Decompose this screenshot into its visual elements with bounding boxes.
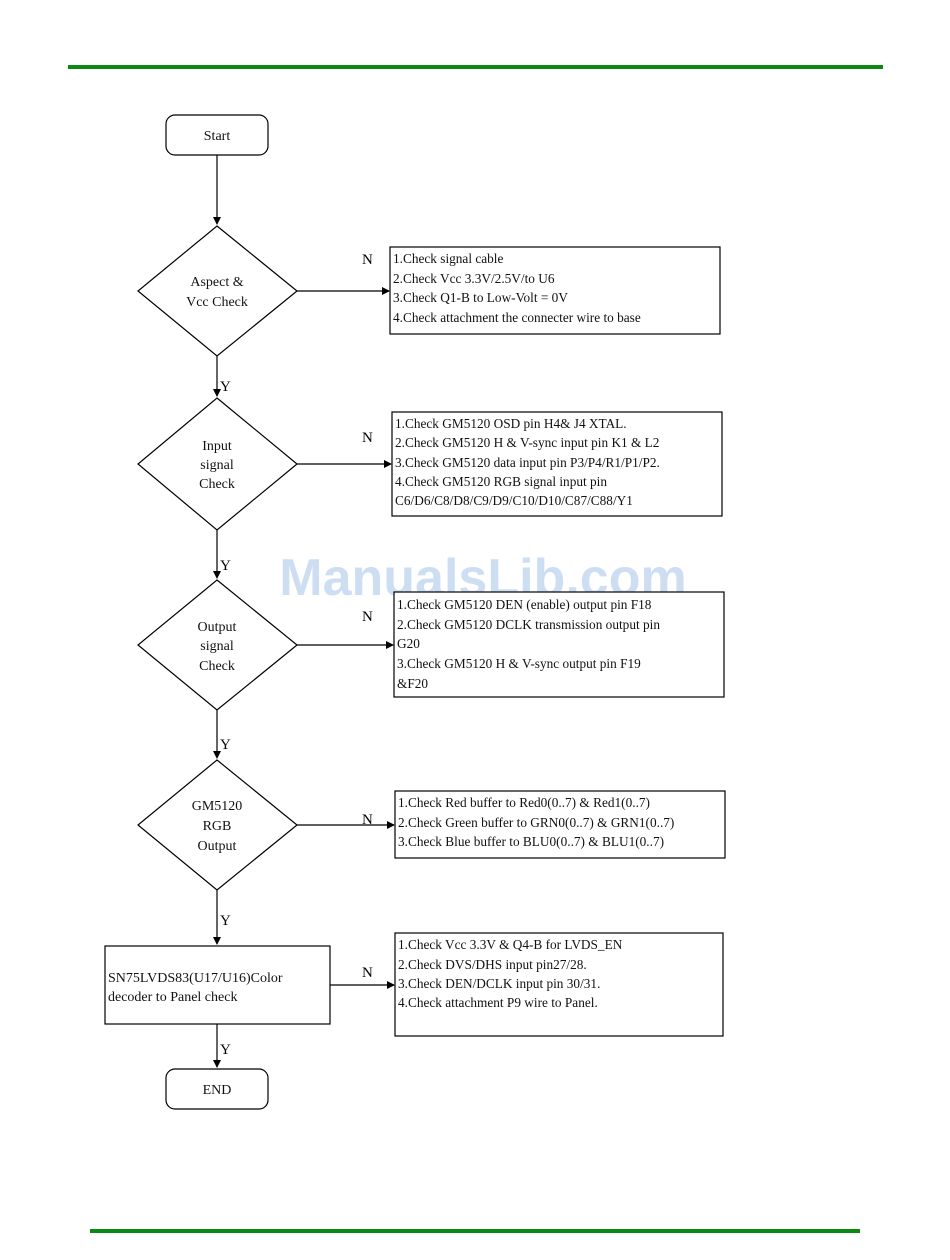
input-check-box: 1.Check GM5120 OSD pin H4& J4 XTAL. 2.Ch… (391, 411, 723, 517)
lvds-check-item-3: 3.Check DEN/DCLK input pin 30/31. (398, 976, 600, 991)
output-signal-check-decision: Output signal Check (137, 579, 298, 711)
input-check-item-4: 4.Check GM5120 RGB signal input pin (395, 474, 607, 489)
end-label: END (203, 1083, 232, 1098)
rgb-output-line-3: Output (198, 839, 237, 854)
rgb-check-box: 1.Check Red buffer to Red0(0..7) & Red1(… (394, 790, 726, 859)
output-check-line-3: Check (199, 659, 235, 674)
lvds-check-item-4: 4.Check attachment P9 wire to Panel. (398, 995, 598, 1010)
start-label: Start (204, 129, 231, 144)
input-check-line-2: signal (200, 458, 234, 473)
lvds-check-box: 1.Check Vcc 3.3V & Q4-B for LVDS_EN 2.Ch… (394, 932, 724, 1037)
lvds-no-label: N (362, 965, 373, 981)
aspect-check-box: 1.Check signal cable 2.Check Vcc 3.3V/2.… (389, 246, 721, 335)
input-check-line-3: Check (199, 477, 235, 492)
input-no-label: N (362, 430, 373, 446)
output-check-item-3: G20 (397, 636, 420, 651)
output-no-label: N (362, 609, 373, 625)
rgb-output-line-2: RGB (203, 819, 232, 834)
lvds-decoder-check-process: SN75LVDS83(U17/U16)Color decoder to Pane… (104, 945, 331, 1025)
rgb-yes-label: Y (220, 913, 231, 929)
input-check-item-1: 1.Check GM5120 OSD pin H4& J4 XTAL. (395, 416, 627, 431)
top-divider-rule (68, 65, 883, 69)
aspect-check-item-4: 4.Check attachment the connecter wire to… (393, 310, 641, 325)
aspect-check-item-3: 3.Check Q1-B to Low-Volt = 0V (393, 290, 568, 305)
rgb-check-item-3: 3.Check Blue buffer to BLU0(0..7) & BLU1… (398, 834, 664, 849)
aspect-check-line-1: Aspect & (190, 275, 243, 290)
lvds-check-line-1: SN75LVDS83(U17/U16)Color (108, 971, 283, 986)
lvds-check-item-2: 2.Check DVS/DHS input pin27/28. (398, 957, 587, 972)
aspect-yes-label: Y (220, 379, 231, 395)
output-check-item-4: 3.Check GM5120 H & V-sync output pin F19 (397, 656, 641, 671)
aspect-check-item-1: 1.Check signal cable (393, 251, 503, 266)
end-node: END (165, 1068, 269, 1110)
output-check-line-1: Output (198, 620, 237, 635)
lvds-check-line-2: decoder to Panel check (108, 990, 237, 1005)
lvds-check-item-1: 1.Check Vcc 3.3V & Q4-B for LVDS_EN (398, 937, 623, 952)
output-check-box: 1.Check GM5120 DEN (enable) output pin F… (393, 591, 725, 698)
rgb-check-item-1: 1.Check Red buffer to Red0(0..7) & Red1(… (398, 795, 650, 810)
aspect-check-item-2: 2.Check Vcc 3.3V/2.5V/to U6 (393, 271, 555, 286)
rgb-output-decision: GM5120 RGB Output (137, 759, 298, 891)
output-yes-label: Y (220, 737, 231, 753)
input-signal-check-decision: Input signal Check (137, 397, 298, 531)
input-yes-label: Y (220, 558, 231, 574)
aspect-check-line-2: Vcc Check (186, 295, 248, 310)
output-check-line-2: signal (200, 639, 234, 654)
aspect-no-label: N (362, 252, 373, 268)
input-check-item-3: 3.Check GM5120 data input pin P3/P4/R1/P… (395, 455, 660, 470)
rgb-output-line-1: GM5120 (192, 799, 243, 814)
output-check-item-1: 1.Check GM5120 DEN (enable) output pin F… (397, 597, 652, 612)
input-check-line-1: Input (202, 439, 232, 454)
rgb-no-label: N (362, 812, 373, 828)
lvds-yes-label: Y (220, 1042, 231, 1058)
input-check-item-2: 2.Check GM5120 H & V-sync input pin K1 &… (395, 435, 659, 450)
aspect-vcc-check-decision: Aspect & Vcc Check (137, 225, 298, 357)
bottom-divider-rule (90, 1229, 860, 1233)
output-check-item-2: 2.Check GM5120 DCLK transmission output … (397, 617, 660, 632)
start-node: Start (165, 114, 269, 156)
input-check-item-5: C6/D6/C8/D8/C9/D9/C10/D10/C87/C88/Y1 (395, 493, 633, 508)
output-check-item-5: &F20 (397, 676, 428, 691)
rgb-check-item-2: 2.Check Green buffer to GRN0(0..7) & GRN… (398, 815, 674, 830)
